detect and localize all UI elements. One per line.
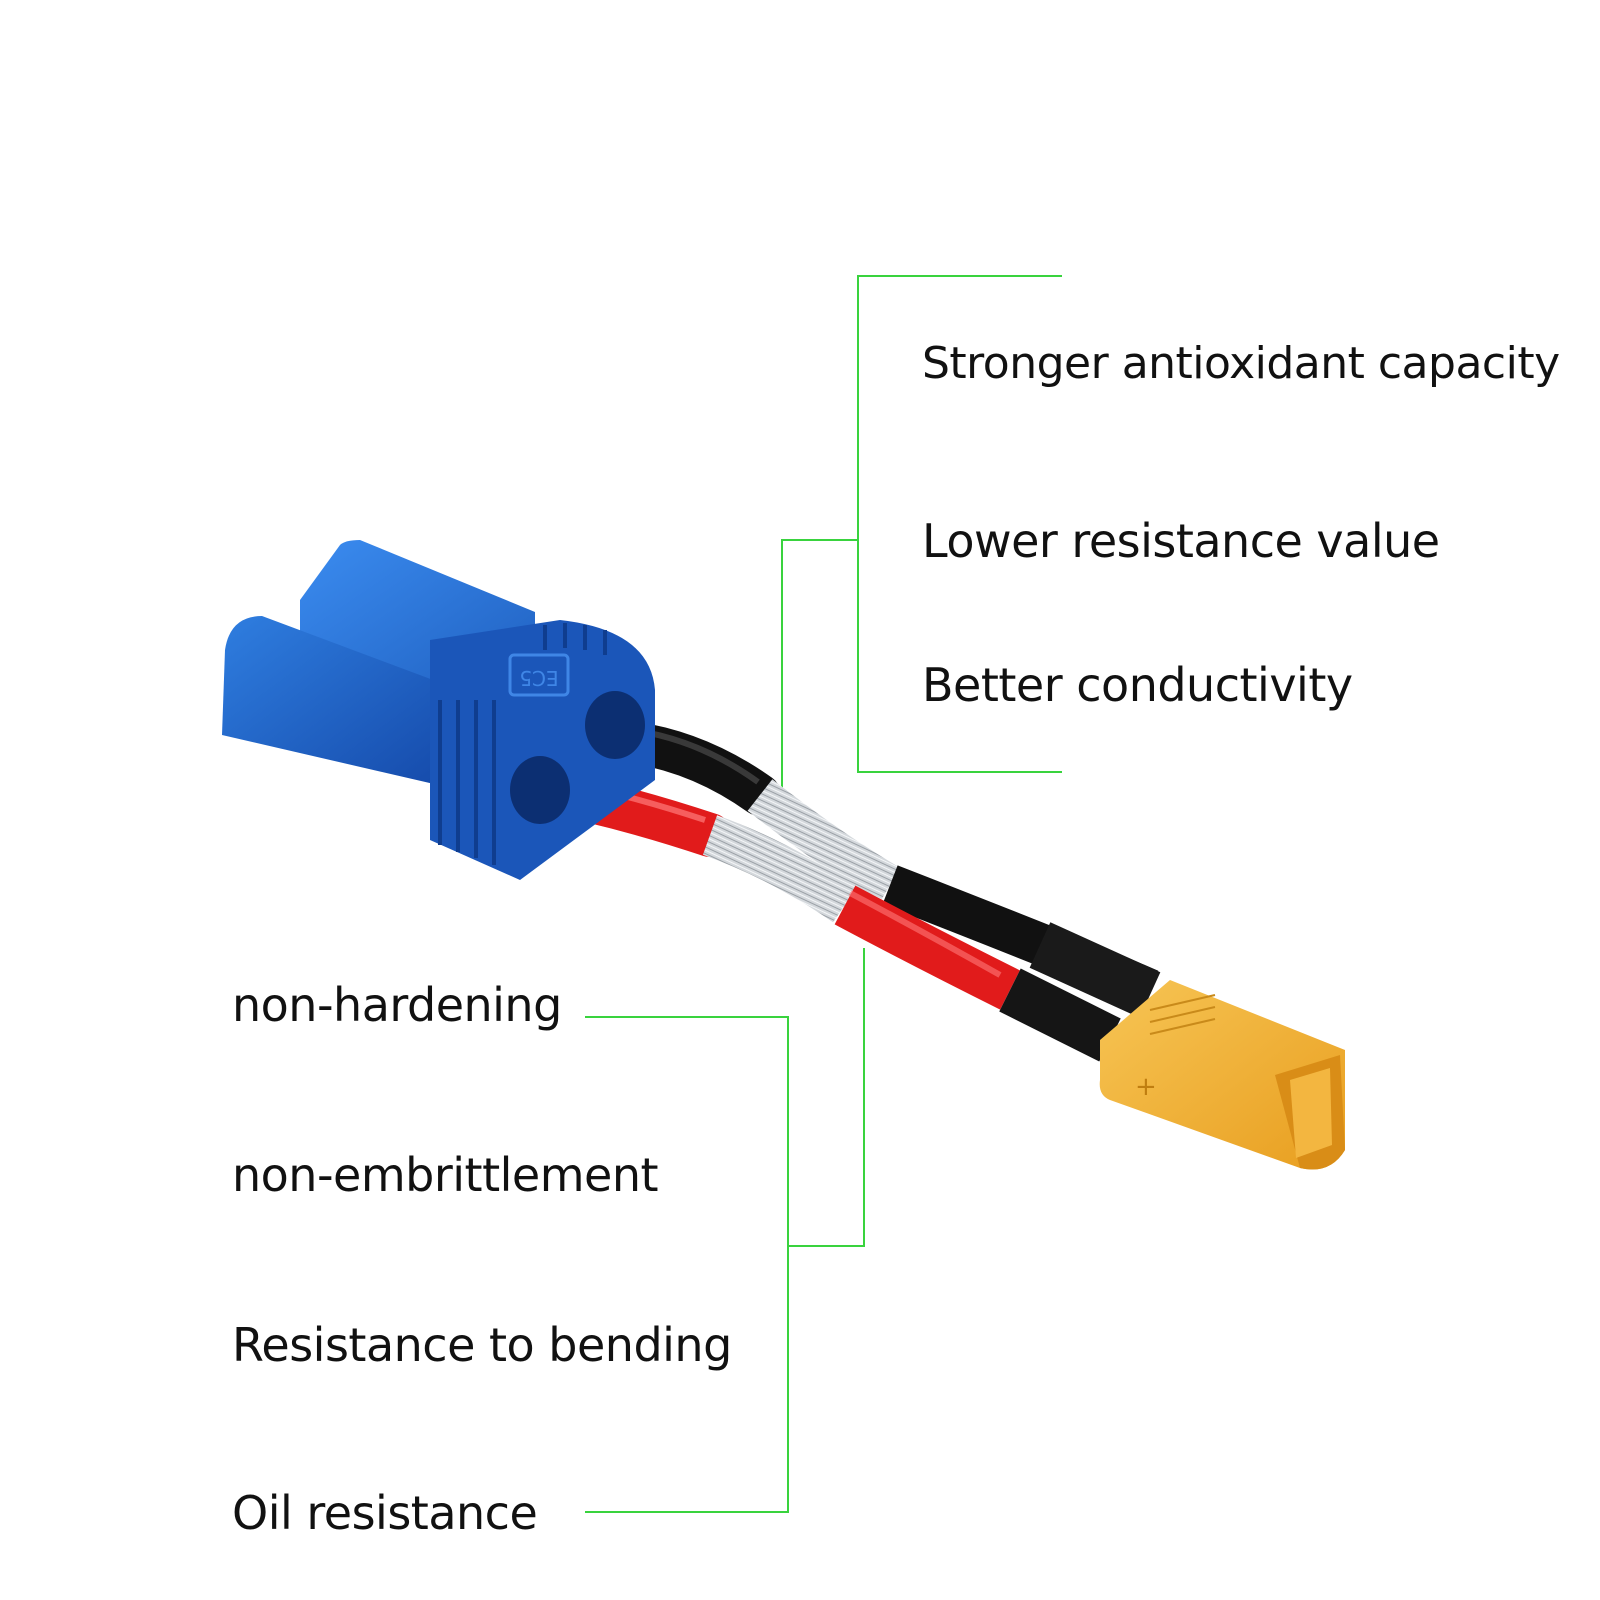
ec5-connector: EC5 bbox=[222, 540, 655, 880]
feature-non-embrittlement: non-embrittlement bbox=[232, 1148, 659, 1202]
heat-shrink bbox=[1029, 922, 1161, 1018]
feature-bend-resistance: Resistance to bending bbox=[232, 1318, 732, 1372]
leader-lines bbox=[585, 275, 1062, 1513]
feature-resistance-value: Lower resistance value bbox=[922, 514, 1440, 568]
lower-leader bbox=[788, 948, 865, 1247]
lower-bracket-top bbox=[585, 1016, 789, 1513]
feature-antioxidant: Stronger antioxidant capacity bbox=[922, 338, 1560, 389]
svg-text:EC5: EC5 bbox=[519, 666, 558, 690]
feature-non-hardening: non-hardening bbox=[232, 978, 562, 1032]
feature-oil-resistance: Oil resistance bbox=[232, 1486, 538, 1540]
feature-conductivity: Better conductivity bbox=[922, 658, 1353, 712]
xt60-connector: + bbox=[1099, 980, 1345, 1170]
svg-text:+: + bbox=[1135, 1072, 1157, 1102]
upper-bracket bbox=[857, 275, 1062, 773]
red-wire bbox=[518, 768, 1121, 1062]
upper-leader bbox=[781, 539, 858, 800]
